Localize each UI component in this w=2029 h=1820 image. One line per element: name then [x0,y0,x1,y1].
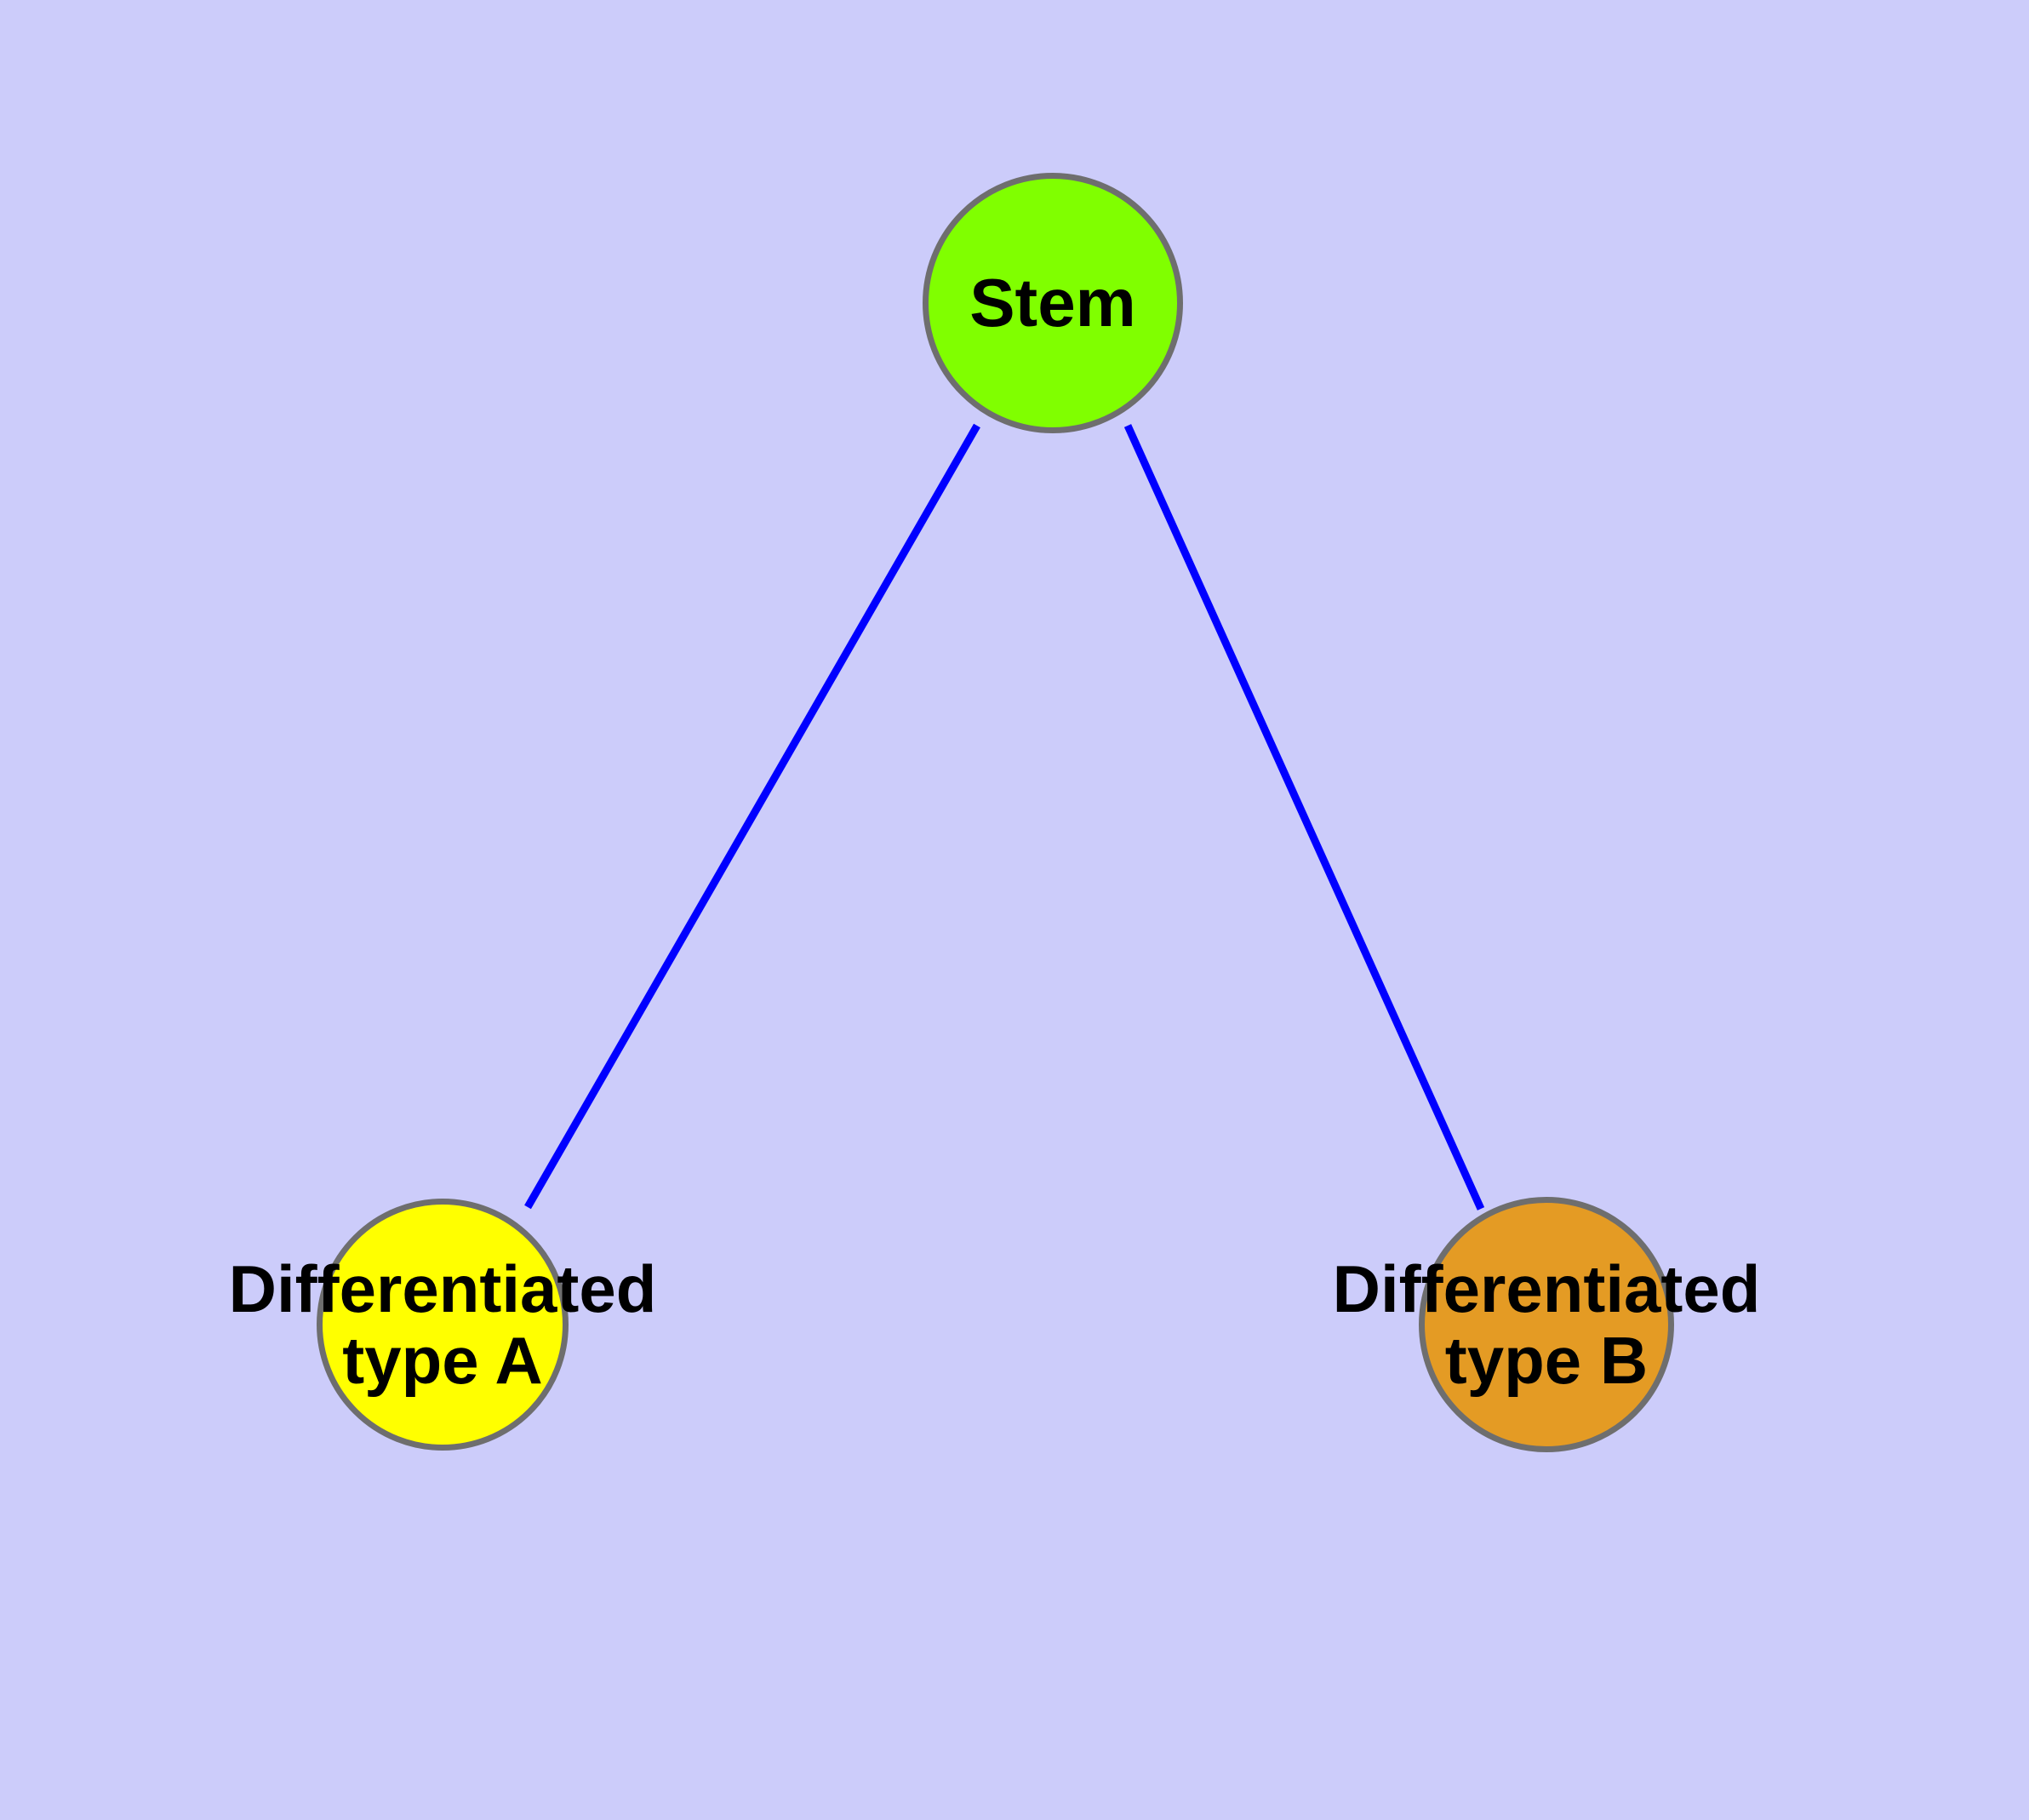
edge-stem-to-differentiated-type-a [524,423,980,1210]
node-stem[interactable]: Stem [923,173,1183,433]
node-stem-label: Stem [969,264,1136,341]
edge-stem-to-differentiated-type-b [1123,424,1485,1210]
node-differentiated-type-b[interactable] [1419,1197,1674,1452]
node-differentiated-type-a[interactable] [317,1199,569,1451]
